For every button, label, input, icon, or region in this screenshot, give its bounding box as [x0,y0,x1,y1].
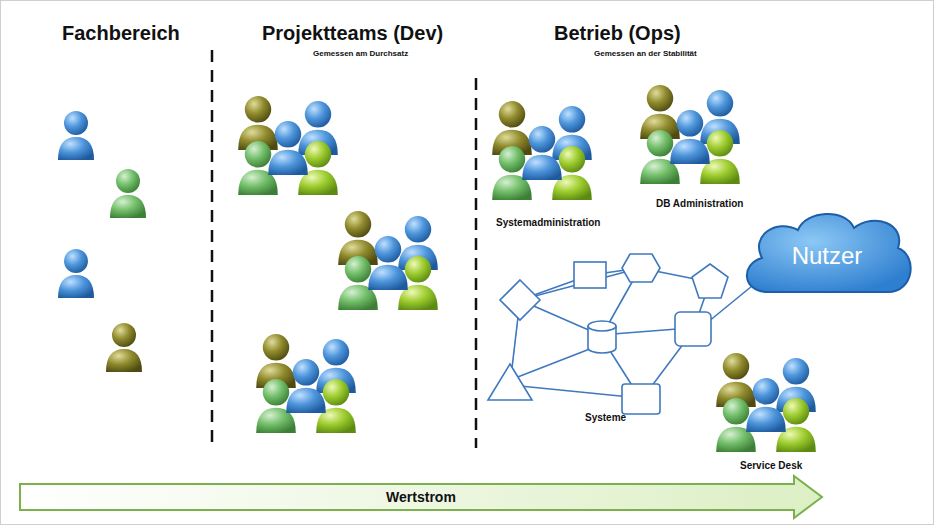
business-people [58,111,146,372]
separator [475,78,478,448]
service-desk-team [716,353,816,452]
sysadmin-team [492,101,592,200]
section-heading: Projektteams (Dev) [262,22,443,45]
dba-team [640,85,740,184]
team-label: Systemadministration [496,217,600,228]
value-stream-arrow: Wertstrom [18,474,824,520]
section-heading: Betrieb (Ops) [554,22,681,45]
dev-team [238,96,338,195]
systems-label: Systeme [585,412,626,423]
node-text: Wertstrom [386,489,456,505]
dev-team [256,334,356,433]
user-cloud: Nutzer [738,206,916,306]
separator [211,50,214,448]
section-subtitle: Gemessen am Durchsatz [313,49,408,58]
system-network [488,254,752,414]
node-text: Nutzer [792,242,863,270]
team-label: Service Desk [740,460,802,471]
team-label: DB Administration [656,198,743,209]
section-subtitle: Gemessen an der Stabilität [594,49,697,58]
dev-team [338,211,438,310]
section-heading: Fachbereich [62,22,180,45]
